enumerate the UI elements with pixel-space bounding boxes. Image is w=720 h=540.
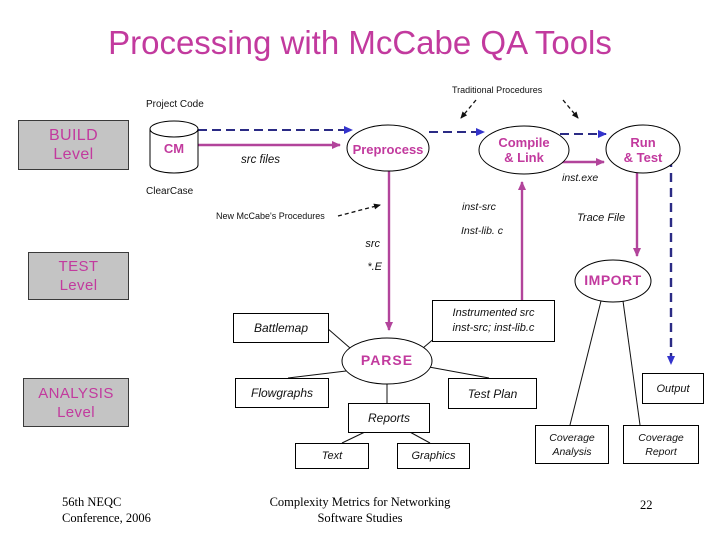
analysis-level-box: ANALYSIS Level xyxy=(23,378,129,427)
project-code-label: Project Code xyxy=(146,99,204,110)
line-reports-text xyxy=(341,430,368,444)
reports-box: Reports xyxy=(348,403,430,433)
traditional-procedures-label: Traditional Procedures xyxy=(452,85,543,95)
coverage-report-box: Coverage Report xyxy=(623,425,699,464)
run-test-ellipse xyxy=(605,124,681,174)
line-parse-flowgraphs xyxy=(287,370,347,379)
import-ellipse xyxy=(574,259,652,303)
coverage-analysis-box: Coverage Analysis xyxy=(535,425,609,464)
cm-cylinder-body xyxy=(149,129,199,174)
star-e-label: *.E xyxy=(367,261,382,273)
instrumented-src-box: Instrumented src inst-src; inst-lib.c xyxy=(432,300,555,342)
import-node-label: IMPORT xyxy=(584,272,642,288)
clearcase-label: ClearCase xyxy=(146,186,194,197)
new-mccabes-arrow xyxy=(337,203,381,217)
preprocess-ellipse xyxy=(346,124,430,172)
parse-ellipse xyxy=(341,337,433,385)
compile-link-node-label: Compile & Link xyxy=(498,135,550,165)
slide-title: Processing with McCabe QA Tools xyxy=(108,24,612,61)
flowgraphs-box: Flowgraphs xyxy=(235,378,329,408)
parse-node-label: PARSE xyxy=(360,352,414,368)
text-box: Text xyxy=(295,443,369,469)
compile-link-ellipse xyxy=(478,125,570,175)
line-reports-graphics xyxy=(407,430,431,444)
graphics-box: Graphics xyxy=(397,443,470,469)
line-battlemap-parse xyxy=(326,327,351,349)
footer-conference: 56th NEQC Conference, 2006 xyxy=(62,495,151,525)
new-mccabes-label: New McCabe's Procedures xyxy=(216,211,325,221)
battlemap-box: Battlemap xyxy=(233,313,329,343)
line-import-coverage-analysis xyxy=(569,300,602,426)
cm-node-label: CM xyxy=(163,141,185,156)
preprocess-node-label: Preprocess xyxy=(352,142,424,157)
footer-page-number: 22 xyxy=(640,498,653,512)
line-parse-testplan xyxy=(428,366,490,379)
inst-lib-label: Inst-lib. c xyxy=(461,225,504,237)
inst-src-label: inst-src xyxy=(462,201,496,213)
test-level-box: TEST Level xyxy=(28,252,129,300)
run-test-node-label: Run & Test xyxy=(623,135,663,165)
traditional-left-arrow xyxy=(460,99,477,119)
src-files-label: src files xyxy=(241,154,280,166)
test-plan-box: Test Plan xyxy=(448,378,537,409)
output-box: Output xyxy=(642,373,704,404)
src-label: src xyxy=(365,238,380,250)
cm-cylinder-top xyxy=(149,120,199,138)
footer-title: Complexity Metrics for Networking Softwa… xyxy=(269,495,451,525)
build-level-box: BUILD Level xyxy=(18,120,129,170)
trace-file-label: Trace File xyxy=(577,212,626,224)
inst-exe-label: inst.exe xyxy=(562,172,599,184)
line-import-coverage-report xyxy=(622,300,641,426)
traditional-right-arrow xyxy=(562,99,579,119)
